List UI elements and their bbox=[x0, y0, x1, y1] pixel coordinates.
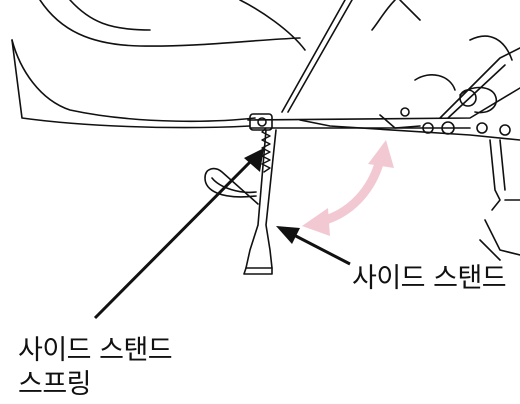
motorcycle-body-outline bbox=[11, 0, 520, 261]
side-stand-spring-label-line2: 스프링 bbox=[18, 369, 92, 400]
side-stand-label: 사이드 스탠드 bbox=[352, 263, 507, 294]
side-stand-spring-label-line1: 사이드 스탠드 bbox=[18, 335, 173, 366]
side-stand-pointer-arrow bbox=[276, 226, 351, 266]
side-stand-spring-label: 사이드 스탠드 스프링 bbox=[18, 334, 173, 402]
side-stand bbox=[204, 113, 277, 275]
spring-pointer-arrow bbox=[93, 148, 264, 320]
stand-motion-arrow bbox=[302, 140, 394, 236]
